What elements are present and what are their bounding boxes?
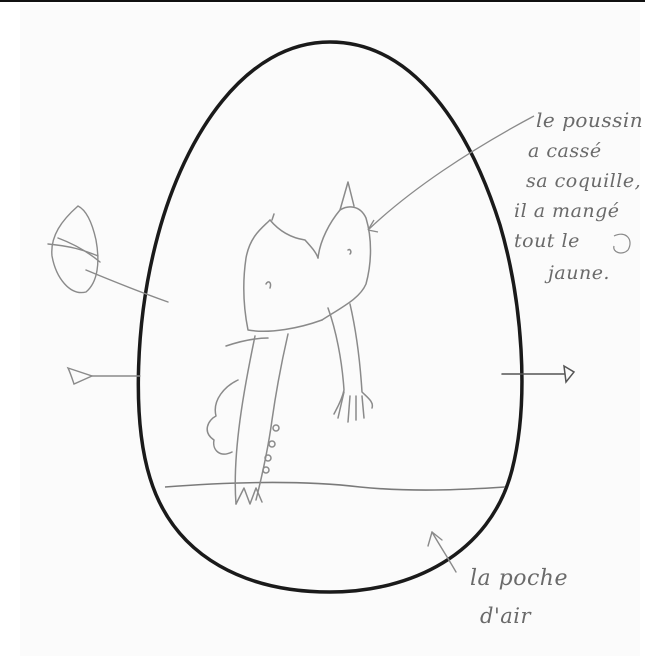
chick-sketch <box>207 182 372 504</box>
shell-fragment-left <box>48 206 168 384</box>
chick-annotation-line-2: a cassé <box>528 140 602 162</box>
chick-annotation-line-3: sa coquille, <box>526 170 641 192</box>
air-annotation-line-2: d'air <box>480 604 531 628</box>
air-pocket-line <box>165 482 505 490</box>
chick-annotation-line-6: jaune. <box>548 262 610 284</box>
air-pocket-arrow <box>428 532 456 572</box>
egg-outline <box>138 42 522 592</box>
scribble-mark <box>614 234 630 253</box>
chick-pointer-line <box>368 116 534 230</box>
shell-fragment-right <box>502 366 574 382</box>
chick-annotation-line-5: tout le <box>514 230 580 252</box>
chick-annotation-line-1: le poussin <box>536 108 643 132</box>
air-annotation-line-1: la poche <box>470 566 568 591</box>
chick-annotation-line-4: il a mangé <box>514 200 620 222</box>
